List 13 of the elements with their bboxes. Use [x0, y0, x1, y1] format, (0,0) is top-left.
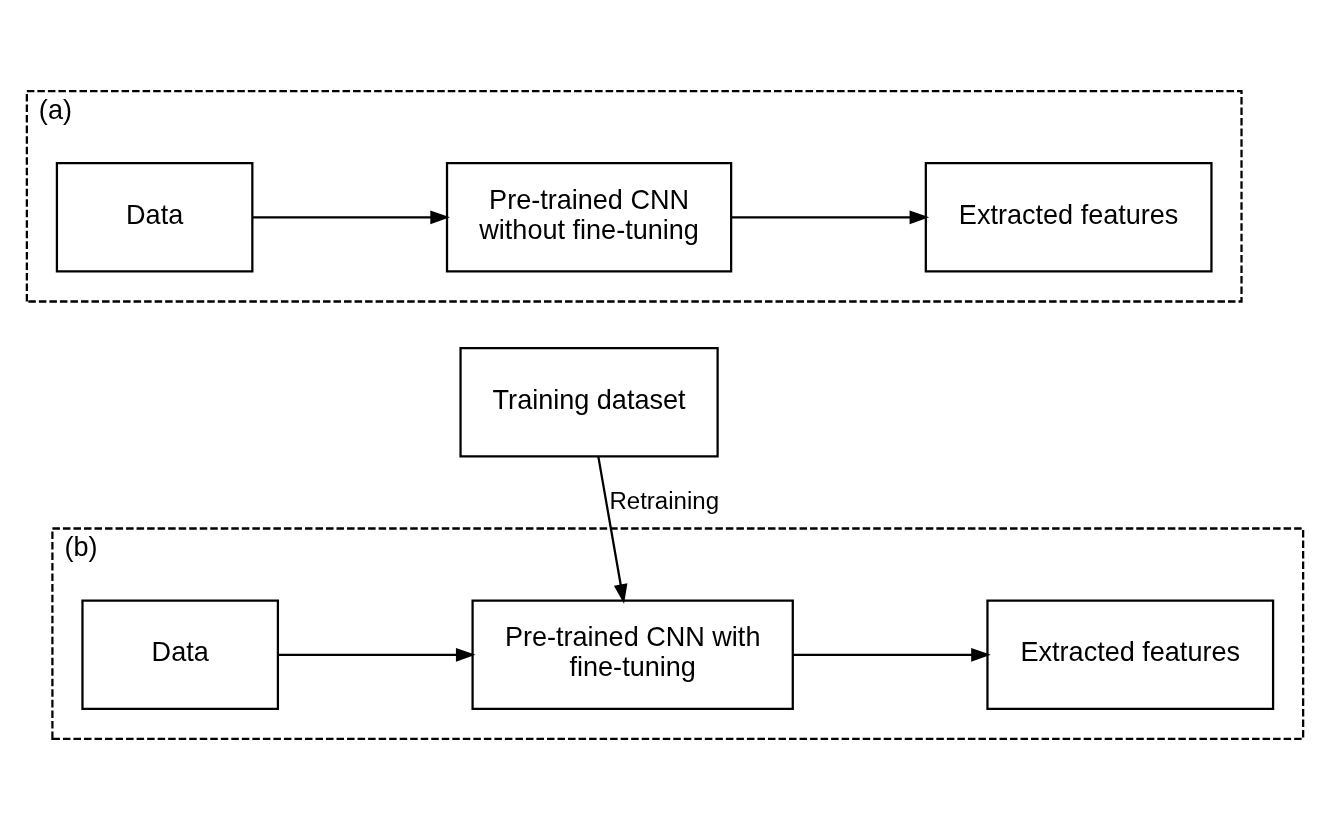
edge-label: Retraining	[609, 486, 720, 514]
arrow	[252, 210, 450, 225]
arrow	[731, 210, 930, 225]
node-box: Extracted features	[924, 162, 1213, 273]
arrow	[793, 647, 991, 662]
node-box: Extracted features	[986, 599, 1275, 710]
node-box: Pre-trained CNN without fine-tuning	[445, 162, 733, 273]
node-box: Training dataset	[459, 346, 719, 458]
arrow	[597, 456, 628, 604]
node-box: Pre-trained CNN with fine-tuning	[471, 599, 794, 710]
node-box: Data	[81, 599, 280, 710]
node-box: Data	[55, 162, 254, 273]
arrow	[278, 647, 476, 662]
